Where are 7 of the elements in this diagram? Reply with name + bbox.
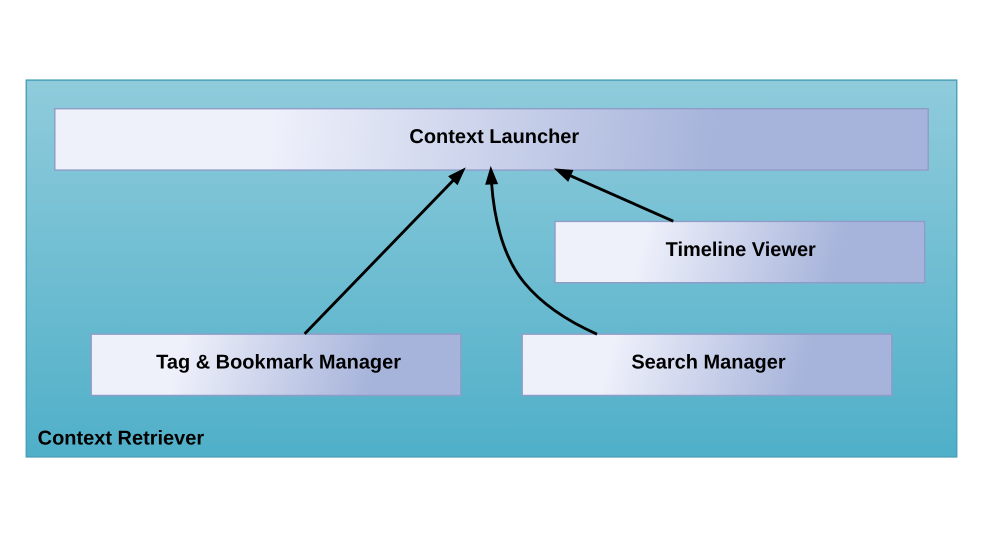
node-box: Search Manager xyxy=(521,333,892,396)
node-box: Timeline Viewer xyxy=(554,220,926,284)
arrow xyxy=(304,167,466,335)
node-box: Tag & Bookmark Manager xyxy=(90,333,462,396)
arrow xyxy=(554,168,674,223)
arrow xyxy=(485,166,598,336)
node-box: Context Launcher xyxy=(54,108,929,171)
